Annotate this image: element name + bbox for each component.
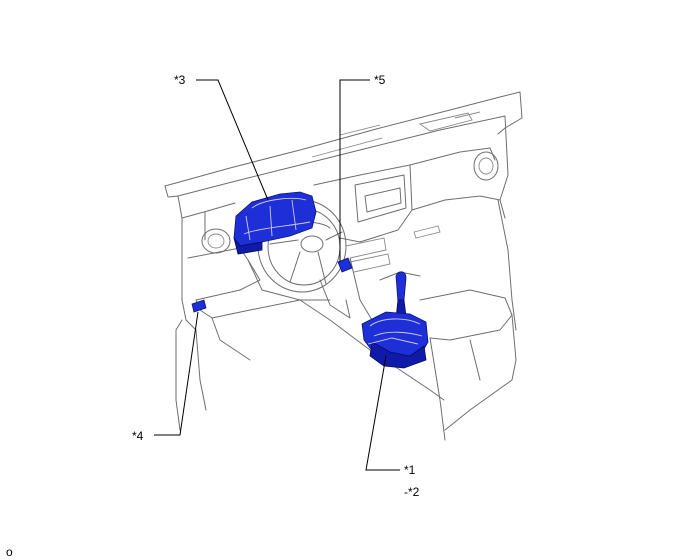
callout-5: *5 xyxy=(374,73,386,87)
callout-4: *4 xyxy=(132,429,144,443)
leader-lines xyxy=(154,79,400,471)
callout-1: *1 xyxy=(404,463,416,477)
leader-4 xyxy=(154,311,199,436)
combination-meter xyxy=(233,191,317,255)
steering-switch xyxy=(337,257,353,273)
dashboard-outline xyxy=(164,91,523,441)
leader-3 xyxy=(196,79,269,201)
callout-2: -*2 xyxy=(404,485,420,499)
corner-mark: o xyxy=(6,545,13,559)
left-module xyxy=(191,299,207,313)
leader-5 xyxy=(339,79,370,262)
callout-3: *3 xyxy=(174,73,186,87)
leader-1 xyxy=(365,355,400,471)
shift-lever-assembly xyxy=(361,271,429,369)
